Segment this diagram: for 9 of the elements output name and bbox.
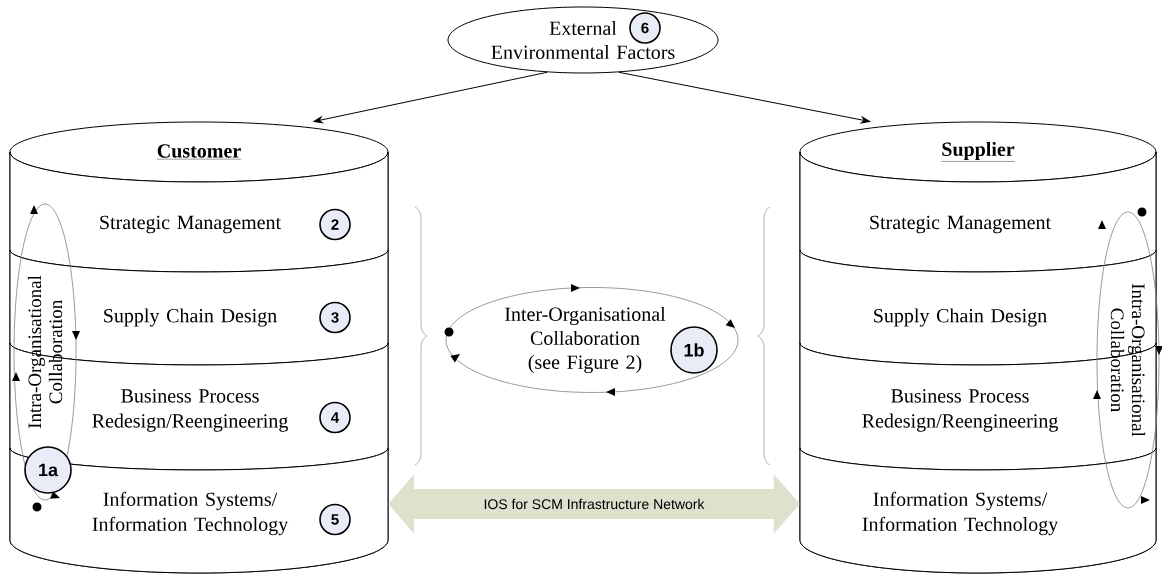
node-label: Information Systems/ Information Technology — [92, 491, 289, 536]
node-label: Supply Chain Design — [874, 308, 1047, 327]
arrow — [313, 71, 548, 124]
node-label: Business Process Redesign/Reengineering — [862, 389, 1058, 432]
layer-band: Information Systems/ Information Technology — [799, 447, 1157, 574]
arrow — [618, 71, 871, 124]
collaboration-loop: Intra-Organisational Collaboration — [1093, 207, 1162, 509]
node-label: Strategic Management — [870, 215, 1051, 234]
node-label: Information Systems/ Information Technology — [862, 491, 1059, 536]
